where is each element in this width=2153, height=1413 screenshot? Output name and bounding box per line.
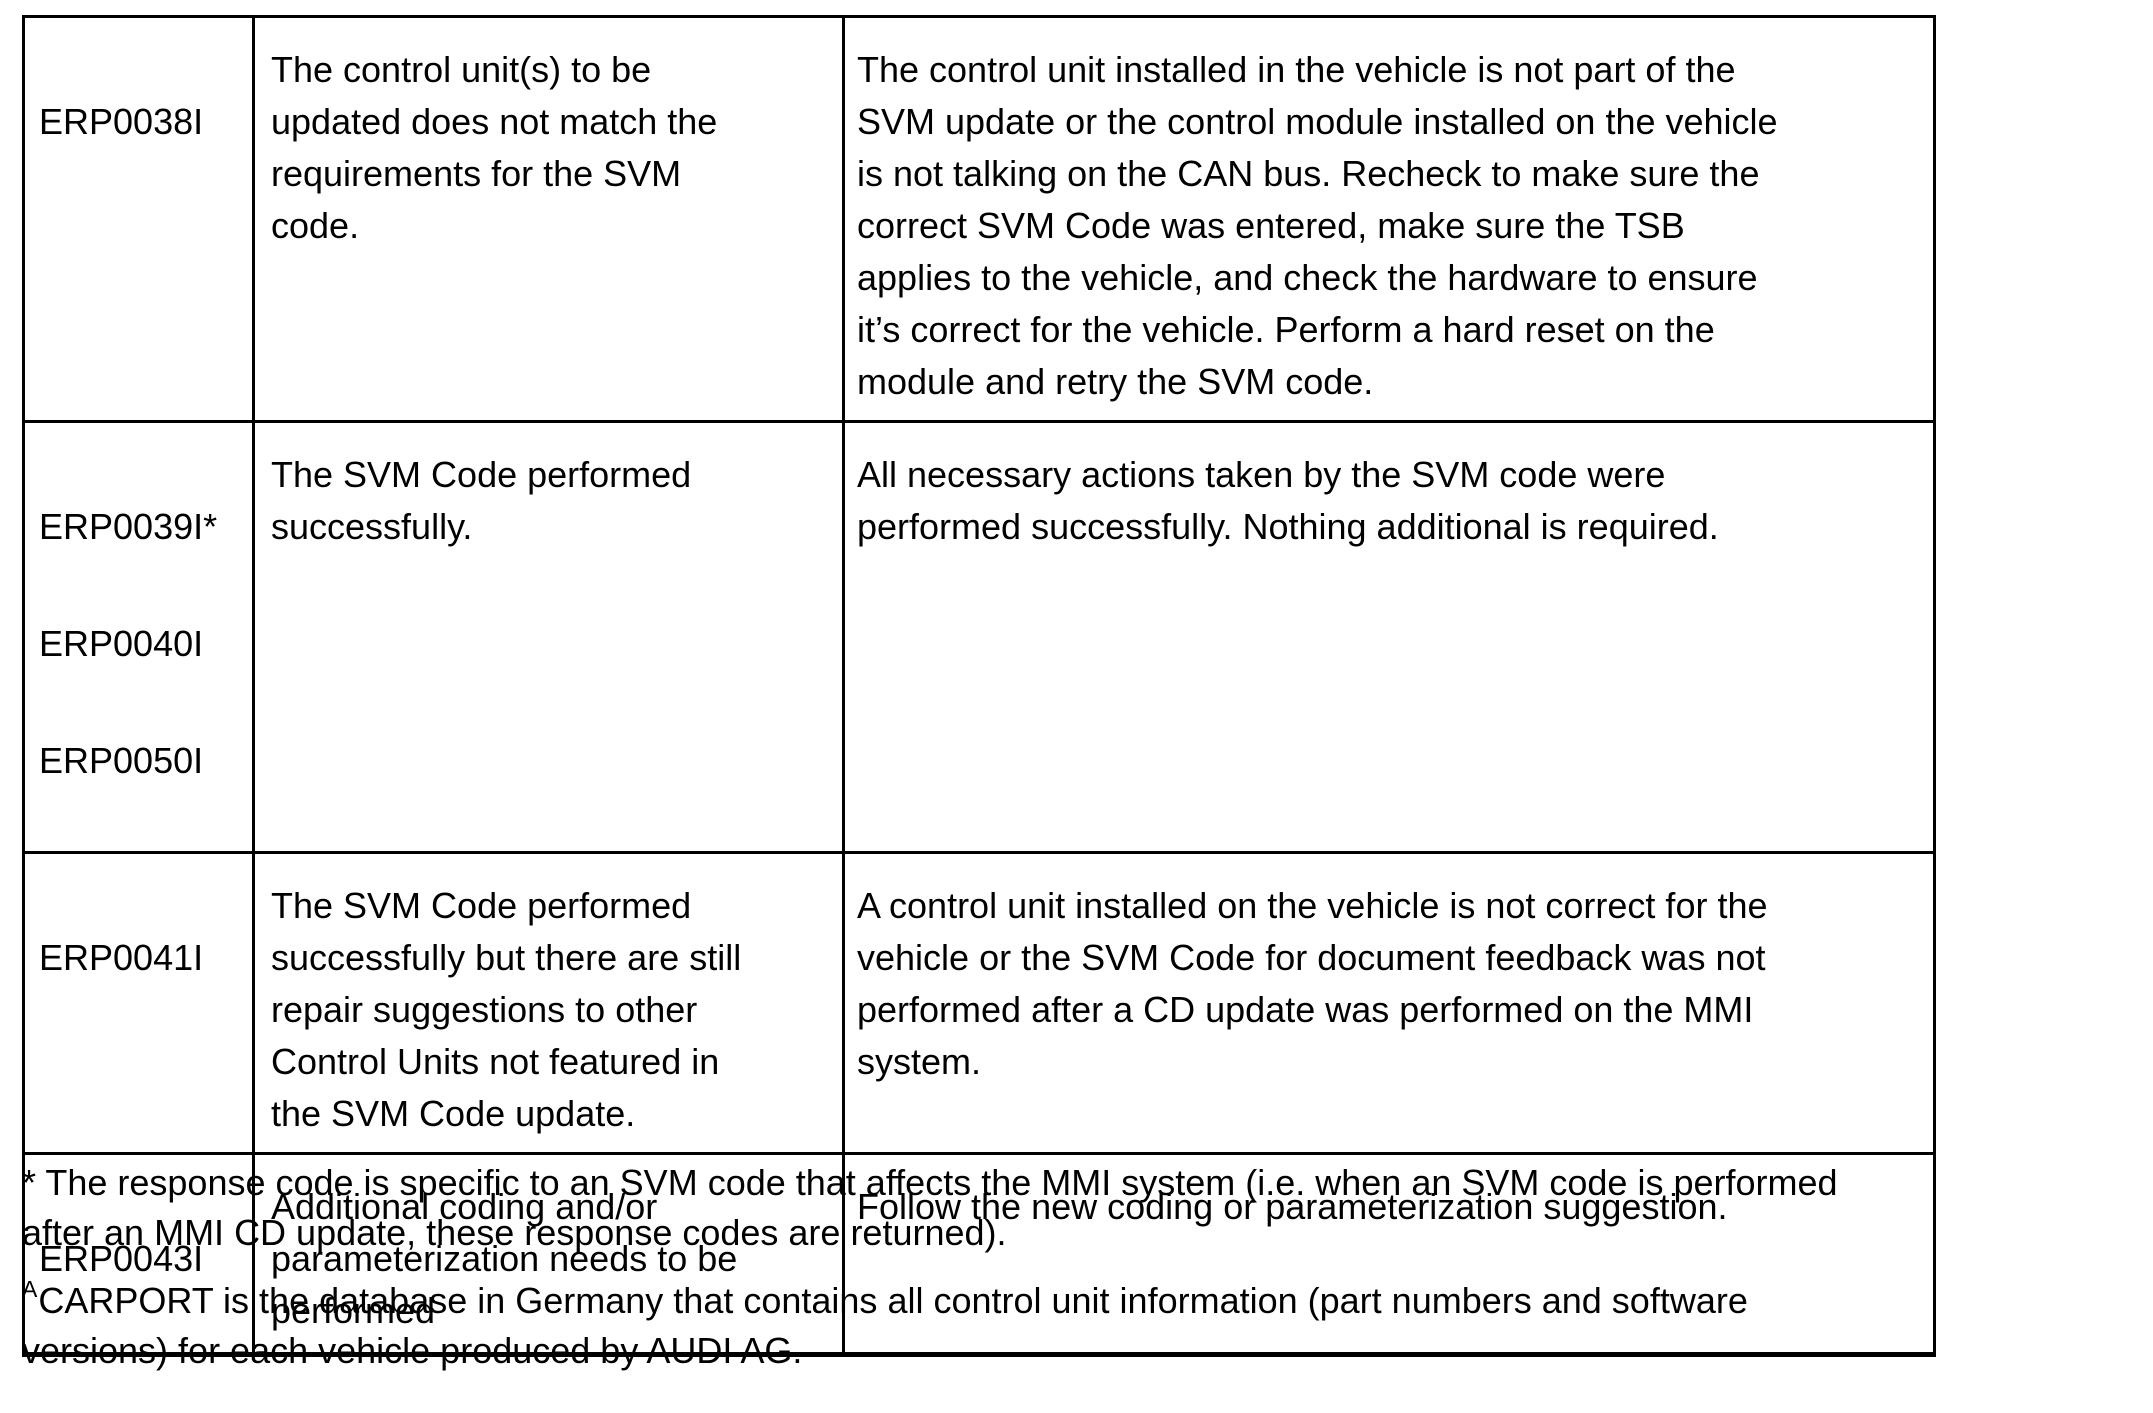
meaning-cell: The control unit(s) to be updated does n… [252,15,845,423]
response-code: ERP0040I [39,623,204,664]
response-code: ERP0038I [39,101,204,142]
response-code: ERP0050I [39,740,204,781]
code-cell: ERP0041I [22,851,255,1155]
code-cell: ERP0038I [22,15,255,423]
code-cell: ERP0039I* ERP0040I ERP0050I [22,420,255,854]
footnote-asterisk: * The response code is specific to an SV… [22,1162,1838,1253]
description-cell: Follow the new coding or parameterizatio… [842,1152,1936,1356]
response-code: ERP0041I [39,937,204,978]
table-row: ERP0043I Additional coding and/or parame… [22,1152,1936,1356]
footnote-carport-text: CARPORT is the database in Germany that … [22,1280,1748,1371]
footnote-carport: ACARPORT is the database in Germany that… [22,1276,2122,1376]
meaning-cell: The SVM Code performed successfully but … [252,851,845,1155]
response-code: ERP0043I [39,1238,204,1279]
meaning-cell: The SVM Code performed successfully. [252,420,845,854]
response-code: ERP0039I* [39,506,218,547]
description-cell: A control unit installed on the vehicle … [842,851,1936,1155]
footnotes: * The response code is specific to an SV… [22,1158,2122,1376]
svm-response-codes-table: ERP0038I The control unit(s) to be updat… [22,15,1936,1357]
description-cell: All necessary actions taken by the SVM c… [842,420,1936,854]
description-cell: The control unit installed in the vehicl… [842,15,1936,423]
table-row: ERP0038I The control unit(s) to be updat… [22,15,1936,423]
meaning-cell: Additional coding and/or parameterizatio… [252,1152,845,1356]
code-cell: ERP0043I [22,1152,255,1356]
table-row: ERP0039I* ERP0040I ERP0050I The SVM Code… [22,420,1936,854]
table-row: ERP0041I The SVM Code performed successf… [22,851,1936,1155]
carport-superscript: A [22,1276,39,1302]
